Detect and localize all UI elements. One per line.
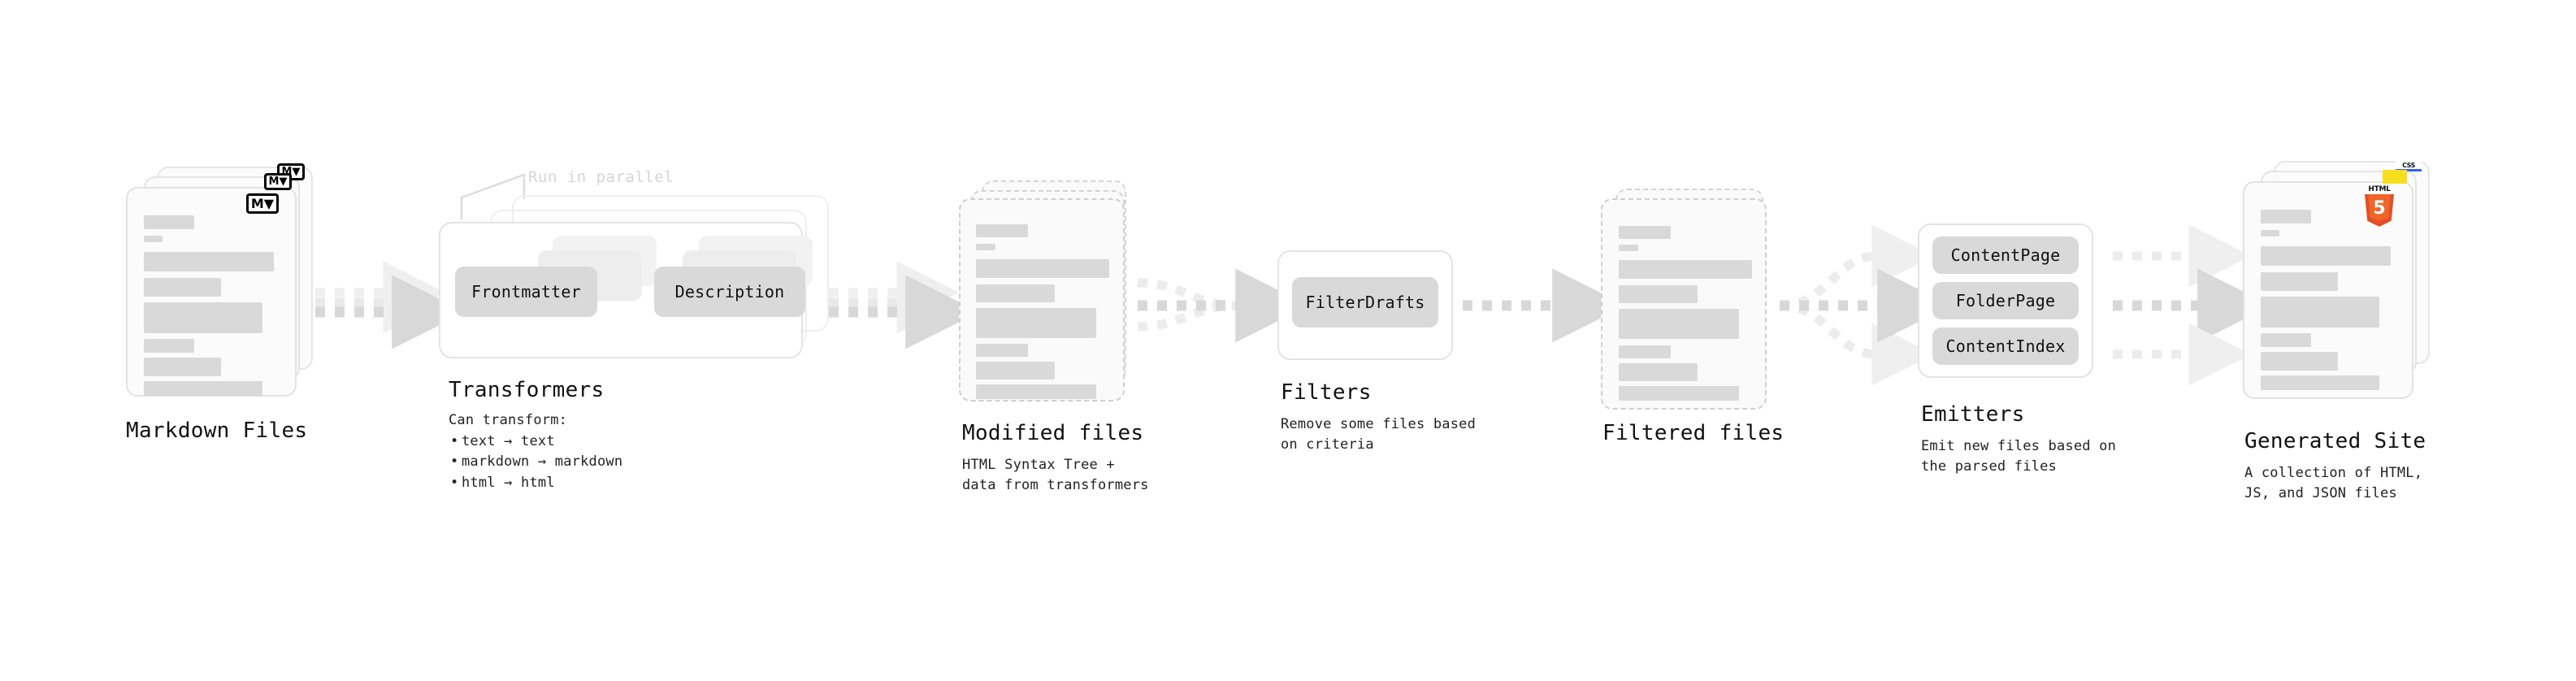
markdown-icon-back-1: M▼ (264, 173, 292, 190)
emitter-chip-contentindex[interactable]: ContentIndex (1932, 327, 2079, 365)
javascript-icon (2383, 170, 2407, 184)
markdown-card-front (126, 187, 297, 397)
transformers-capability-item-2: html → html (450, 473, 622, 494)
markdown-files-title: Markdown Files (126, 419, 308, 443)
connector-markdown-to-transformers (315, 261, 466, 349)
emitters-desc: Emit new files based on the parsed files (1921, 438, 2117, 475)
transformers-capability-head: Can transform: (449, 412, 568, 428)
transformers-title: Transformers (449, 378, 605, 402)
connector-emitters-to-site (2113, 224, 2272, 386)
generated-site-desc: A collection of HTML, JS, and JSON files (2244, 465, 2423, 501)
css3-icon-label: CSS (2402, 162, 2415, 169)
transformers-group: Frontmatter Description (439, 195, 845, 358)
transformer-chip-frontmatter[interactable]: Frontmatter (455, 267, 597, 317)
filter-chip-filterdrafts[interactable]: FilterDrafts (1292, 277, 1438, 327)
transformer-chip-description[interactable]: Description (654, 267, 805, 317)
html5-icon-word: HTML (2368, 185, 2391, 193)
emitter-chip-contentpage-label: ContentPage (1950, 245, 2061, 265)
emitter-chip-folderpage[interactable]: FolderPage (1932, 282, 2079, 319)
modified-card-front (959, 198, 1125, 401)
generated-site-stack: CSS HTML 5 (2243, 158, 2430, 399)
transformers-capability-list: Can transform: text → text markdown → ma… (449, 410, 622, 493)
generated-site-title: Generated Site (2244, 429, 2426, 453)
css3-icon: CSS (2396, 158, 2422, 171)
modified-files-title: Modified files (962, 421, 1144, 445)
connector-filtered-to-emitters (1779, 224, 1952, 386)
transformer-chip-description-label: Description (674, 282, 785, 301)
filter-chip-filterdrafts-label: FilterDrafts (1305, 293, 1425, 312)
transformers-capability-items: text → text markdown → markdown html → h… (449, 432, 622, 494)
filters-desc: Remove some files based on criteria (1281, 416, 1477, 453)
html5-icon-shield: 5 (2365, 194, 2394, 227)
emitters-title: Emitters (1921, 402, 2025, 427)
emitter-chip-contentpage[interactable]: ContentPage (1932, 236, 2079, 274)
filters-title: Filters (1281, 380, 1372, 405)
transformer-chip-frontmatter-label: Frontmatter (471, 282, 581, 301)
modified-files-desc: HTML Syntax Tree + data from transformer… (962, 457, 1149, 493)
html5-icon-digit: 5 (2373, 197, 2386, 219)
transformers-capability-item-1: markdown → markdown (450, 452, 622, 473)
emitter-chip-folderpage-label: FolderPage (1955, 291, 2056, 310)
run-in-parallel-annotation: Run in parallel (528, 168, 674, 186)
connector-modified-to-filters (1137, 268, 1310, 343)
markdown-icon: M▼ (246, 193, 279, 214)
filtered-files-title: Filtered files (1602, 421, 1785, 445)
transformers-capability-item-0: text → text (450, 432, 622, 453)
html5-icon: HTML 5 (2365, 186, 2394, 227)
filtered-card-front (1601, 198, 1767, 410)
emitter-chip-contentindex-label: ContentIndex (1945, 336, 2066, 356)
